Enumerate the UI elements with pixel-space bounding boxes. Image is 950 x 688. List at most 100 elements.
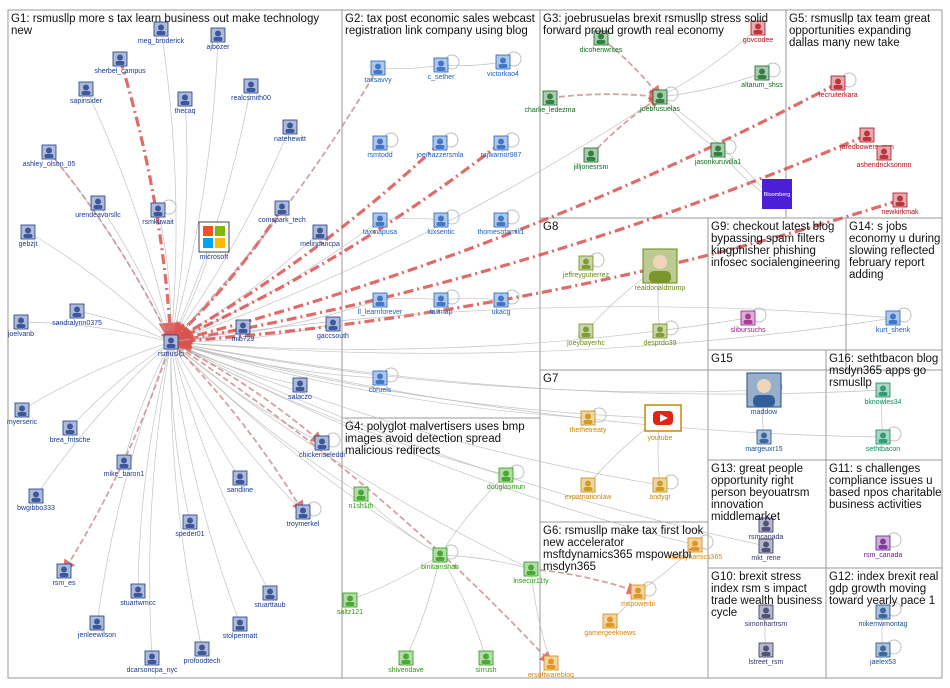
node-mspowerbi[interactable]: mspowerbi [621,584,655,608]
node-thethetreaty[interactable]: thethetreaty [570,410,607,434]
node-thomesofamili1[interactable]: thomesofamili1 [477,212,525,236]
node-melindancpa[interactable]: melindancpa [300,224,340,248]
node-taxmapusa[interactable]: taxmapusa [363,212,397,236]
node-sandline[interactable]: sandline [227,470,253,494]
node-urendeavorsllc[interactable]: urendeavorsllc [75,195,121,219]
node-stolpermatt[interactable]: stolpermatt [223,616,258,640]
node-charlie_ledezma[interactable]: charlie_ledezma [525,90,576,114]
node-jaelex53[interactable]: jaelex53 [869,642,896,666]
group-title-g12: toward yearly pace 1 [829,595,935,607]
node-ll_learnforever[interactable]: ll_learnforever [358,292,403,316]
node-maddow[interactable]: maddow [746,372,782,416]
node-desprdo39[interactable]: desprdo39 [643,323,677,347]
node-jasonkuruvilla1[interactable]: jasonkuruvilla1 [694,142,741,166]
node-recruiterkara[interactable]: recruiterkara [818,75,858,99]
node-jilljonesrsm[interactable]: jilljonesrsm [573,147,609,171]
node-microsoft[interactable]: microsoft [198,221,230,261]
node-newkirkmak[interactable]: newkirkmak [882,192,919,216]
node-c_sether[interactable]: c_sether [428,57,456,81]
node-troymerkel[interactable]: troymerkel [287,504,320,528]
node-salaczo[interactable]: salaczo [288,377,312,401]
node-dcarsoncpa_nyc[interactable]: dcarsoncpa_nyc [127,650,178,674]
node-ersoftwareblog[interactable]: ersoftwareblog [528,655,574,679]
node-joemazzersmla[interactable]: joemazzersmla [415,135,464,159]
node-saltz121[interactable]: saltz121 [337,592,363,616]
node-speder01[interactable]: speder01 [175,514,205,538]
node-sherbel_campus[interactable]: sherbel_campus [94,51,146,75]
node-taxmap[interactable]: taxmap [430,292,453,316]
node-sapinsider[interactable]: sapinsider [70,81,103,105]
node-victorkao4[interactable]: victorkao4 [487,54,519,78]
node-ashley_olson_05[interactable]: ashley_olson_05 [23,144,76,168]
node-joeybayerhc[interactable]: joeybayerhc [566,323,605,347]
node-rsmcanada_g13[interactable]: rsmcanada [749,517,784,541]
node-govcodee[interactable]: govcodee [743,20,773,44]
avatar-body [197,651,207,655]
node-stuarttaub[interactable]: stuarttaub [254,585,286,609]
node-mkt_rene[interactable]: mkt_rene [751,538,781,562]
node-n1sh1th[interactable]: n1sh1th [349,486,374,510]
edge-natehewitt-to-rsmusllp [170,126,291,343]
node-gebzjt[interactable]: gebzjt [19,224,38,248]
node-label: taxsavvy [364,77,392,84]
node-msftdynamics365[interactable]: msftdynamics365 [668,537,723,561]
node-expatnationlaw[interactable]: expatnationlaw [565,477,613,501]
node-ajbozer[interactable]: ajbozer [207,27,231,51]
node-label: ll_learnforever [358,309,403,316]
node-luxsentic[interactable]: luxsentic [427,212,455,236]
node-joelvanb[interactable]: joelvanb [7,314,34,338]
node-altarum_shss[interactable]: altarum_shss [741,65,783,89]
node-stuartwmcc[interactable]: stuartwmcc [120,583,156,607]
node-jenleewilson[interactable]: jenleewilson [77,615,116,639]
node-sethtbacon[interactable]: sethtbacon [866,429,900,453]
node-sirrush[interactable]: sirrush [475,650,497,674]
node-lstreet_rsm[interactable]: lstreet_rsm [749,642,784,666]
node-realcsmith00[interactable]: realcsmith00 [231,78,271,102]
node-rsm_es[interactable]: rsm_es [53,563,76,587]
node-rsmkuwait[interactable]: rsmkuwait [142,202,174,226]
node-gaccsouth[interactable]: gaccsouth [317,316,349,340]
node-realdonaldtrump[interactable]: realdonaldtrump [635,248,686,292]
node-meg_broderick[interactable]: meg_broderick [138,21,185,45]
node-rsmtodd[interactable]: rsmtodd [367,135,393,159]
node-rajwarrior987[interactable]: rajwarrior987 [481,135,522,159]
node-shivendave[interactable]: shivendave [388,650,424,674]
node-mikemwmontag[interactable]: mikemwmontag [858,604,908,628]
node-rsmusllp[interactable]: rsmusllp [158,334,184,358]
node-bknowles34[interactable]: bknowles34 [865,382,902,406]
node-profoodtech[interactable]: profoodtech [184,641,221,665]
avatar-face [635,587,641,594]
node-jeffreygutierrez[interactable]: jeffreygutierrez [562,255,610,279]
node-joebrusuelas[interactable]: joebrusuelas [639,89,680,113]
node-ashendricksonmn[interactable]: ashendricksonmn [857,145,912,169]
node-mib729[interactable]: mib729 [232,319,255,343]
node-binitamshah[interactable]: binitamshah [421,547,459,571]
node-dicohenwrites[interactable]: dicohenwrites [580,30,623,54]
node-cbruels[interactable]: cbruels [369,370,392,394]
node-comspark_tech[interactable]: comspark_tech [258,200,306,224]
node-myerseric[interactable]: myerseric [7,402,38,426]
node-ukacg[interactable]: ukacg [492,292,511,316]
node-simonhartrsm[interactable]: simonhartrsm [745,604,788,628]
avatar-face [583,326,589,333]
node-lnsecur11ty[interactable]: lnsecur11ty [513,561,549,585]
node-chickenseleddi[interactable]: chickenseleddi [299,435,345,459]
node-andygr[interactable]: andygr [649,477,671,501]
node-natehewitt[interactable]: natehewitt [274,119,306,143]
node-rsm_canada[interactable]: rsm_canada [864,535,903,559]
node-douglasmun[interactable]: douglasmun [487,467,525,491]
node-jaredbowers_rsm[interactable]: jaredbowers_rsm [839,127,894,151]
node-gamergeeknews[interactable]: gamergeeknews [584,613,636,637]
node-sandralynn0375[interactable]: sandralynn0375 [52,303,102,327]
avatar-face [657,92,663,99]
node-bwgibbo333[interactable]: bwgibbo333 [17,488,55,512]
node-brea_fritsche[interactable]: brea_fritsche [50,420,91,444]
node-thecaq[interactable]: thecaq [174,91,196,115]
node-business[interactable]: Bloomberg [762,179,792,209]
node-mike_baron1[interactable]: mike_baron1 [104,454,145,478]
node-kurt_shenk[interactable]: kurt_shenk [876,310,911,334]
node-youtube[interactable]: youtube [644,404,682,442]
node-taxsavvy[interactable]: taxsavvy [364,60,392,84]
node-margeuxr15[interactable]: margeuxr15 [745,429,783,453]
node-slibursuchs[interactable]: slibursuchs [730,310,766,334]
